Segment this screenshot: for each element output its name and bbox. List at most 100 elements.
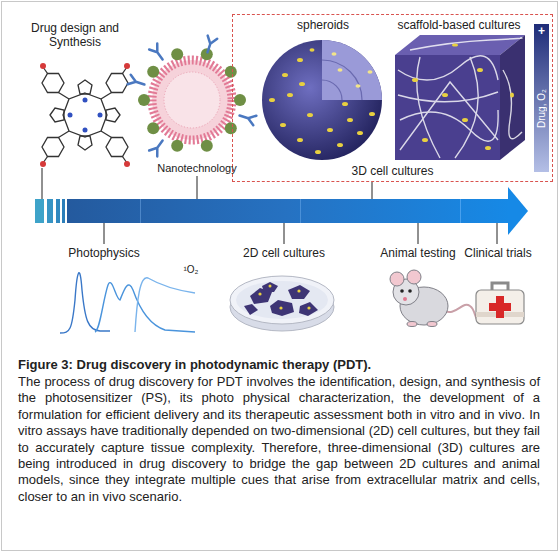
scaffold-cube-part <box>412 43 514 150</box>
timeline-arrow-part <box>62 199 65 223</box>
nanoparticle-part-part <box>203 36 217 54</box>
petri-dish-part-part <box>279 306 282 309</box>
stage-label: Drug design and Synthesis <box>25 21 125 49</box>
spheroid-illustration-part-part <box>282 73 288 77</box>
petri-dish-part-part <box>299 302 318 316</box>
scaffold-cube-part-part <box>442 93 448 97</box>
first-aid-kit <box>476 283 524 324</box>
spheroid-illustration-part-part <box>299 82 305 86</box>
porphyrin-molecule-part <box>124 63 130 69</box>
porphyrin-molecule-part <box>98 113 103 118</box>
first-aid-kit-part <box>476 290 524 324</box>
spheroid-illustration-part <box>322 80 342 100</box>
nanoparticle <box>128 36 257 157</box>
petri-dish-part-part <box>297 289 300 292</box>
mouse-figure-part <box>390 272 404 286</box>
culture-panel: spheroids <box>263 16 383 166</box>
porphyrin-molecule-part <box>124 161 130 167</box>
spheroid-illustration <box>262 40 382 160</box>
stage-ticks-part <box>197 176 198 199</box>
scaffold-cube-part-part <box>398 56 498 80</box>
spheroid-illustration-part-part <box>327 128 333 132</box>
spheroid-illustration-part-part <box>342 102 348 106</box>
spheroid-illustration-part-part <box>332 52 337 56</box>
scaffold-cube-part <box>395 55 500 160</box>
petri-dish-part-part <box>262 282 278 292</box>
oxygen-gradient-bar <box>534 24 549 172</box>
nanoparticle-part <box>225 122 237 134</box>
group-heading: 3D cell cultures <box>233 164 552 178</box>
nanoparticle-part <box>225 66 237 78</box>
scaffold-cube-part-part <box>400 82 498 150</box>
scaffold-cube-part <box>398 38 522 158</box>
porphyrin-molecule-part <box>42 138 64 157</box>
porphyrin-molecule-part <box>59 131 70 138</box>
photophysics-spectrum <box>60 273 195 333</box>
spheroid-illustration-part <box>262 40 382 160</box>
scaffold-cube-part-part <box>412 78 418 82</box>
nanoparticle-part <box>201 140 213 152</box>
first-aid-kit-part <box>492 283 508 290</box>
stage-label: Photophysics <box>64 246 144 260</box>
timeline-arrow-part <box>35 199 44 223</box>
spheroid-illustration-part-part <box>356 84 361 88</box>
scaffold-cube-part-part <box>398 92 498 102</box>
porphyrin-molecule-part <box>40 161 46 167</box>
spheroid-illustration-part-part <box>338 68 343 72</box>
timeline-arrow-part <box>460 199 461 223</box>
spheroid-illustration-part-part <box>297 58 303 62</box>
stage-label: Animal testing <box>378 246 458 260</box>
scaffold-cube-part-part <box>455 57 478 158</box>
stage-ticks-part <box>284 223 285 244</box>
spheroid-illustration-part-part <box>357 131 363 135</box>
scaffold-cube-part-part <box>410 38 522 50</box>
porphyrin-molecule-part <box>101 131 112 138</box>
porphyrin-molecule-part <box>40 63 46 69</box>
scaffold-cube-part-part <box>452 43 458 46</box>
spheroid-illustration-part-part <box>315 150 321 154</box>
scaffold-cube-part-part <box>462 118 468 122</box>
stage-ticks-part <box>497 223 498 244</box>
spheroid-illustration-part-part <box>297 138 303 142</box>
nanoparticle-part-part <box>238 111 256 125</box>
porphyrin-molecule-part <box>83 128 88 133</box>
mouse-figure-part <box>400 289 404 293</box>
panel-heading: scaffold-based cultures <box>385 18 533 32</box>
porphyrin-molecule-part <box>63 93 107 137</box>
stage-ticks-part <box>42 168 43 199</box>
timeline-arrow-part <box>67 199 510 223</box>
mouse-figure-part <box>427 322 437 327</box>
stage-label: 2D cell cultures <box>234 246 334 260</box>
spheroid-illustration-part-part <box>269 98 275 102</box>
timeline-arrow-part <box>300 199 301 223</box>
spheroid-illustration-part <box>322 60 362 100</box>
nanoparticle-part <box>171 140 183 152</box>
culture-panel: scaffold-based cultures <box>385 16 533 166</box>
nanoparticle-part <box>138 94 150 106</box>
porphyrin-molecule-part <box>83 98 88 103</box>
stage-label: Clinical trials <box>462 246 534 260</box>
nanoparticle-part <box>201 48 213 60</box>
timeline-arrow-part <box>140 199 141 223</box>
nanoparticle-part <box>128 36 257 157</box>
spheroid-illustration-part <box>332 52 373 88</box>
photophysics-spectrum-part <box>60 273 110 333</box>
nanoparticle-part-part <box>128 75 146 89</box>
porphyrin-molecule-part <box>42 74 64 93</box>
nanoparticle-part <box>152 60 232 140</box>
nanoparticle-part <box>147 66 159 78</box>
gradient-label: Drug, O₂ <box>535 48 548 128</box>
nanoparticle-part <box>147 122 159 134</box>
petri-dish-part <box>236 281 328 319</box>
scaffold-cube-part-part <box>485 146 491 150</box>
petri-dish-part-part <box>307 306 310 309</box>
group-box: 3D cell culturesspheroidsscaffold-based … <box>232 14 553 182</box>
mouse-figure <box>390 270 480 327</box>
petri-dish-part <box>230 276 334 324</box>
spheroid-illustration-part-part <box>337 143 343 147</box>
porphyrin-molecule-part <box>106 74 128 93</box>
mouse-figure-part <box>407 322 417 327</box>
mouse-figure-part <box>407 270 421 284</box>
stage-ticks <box>42 168 497 244</box>
